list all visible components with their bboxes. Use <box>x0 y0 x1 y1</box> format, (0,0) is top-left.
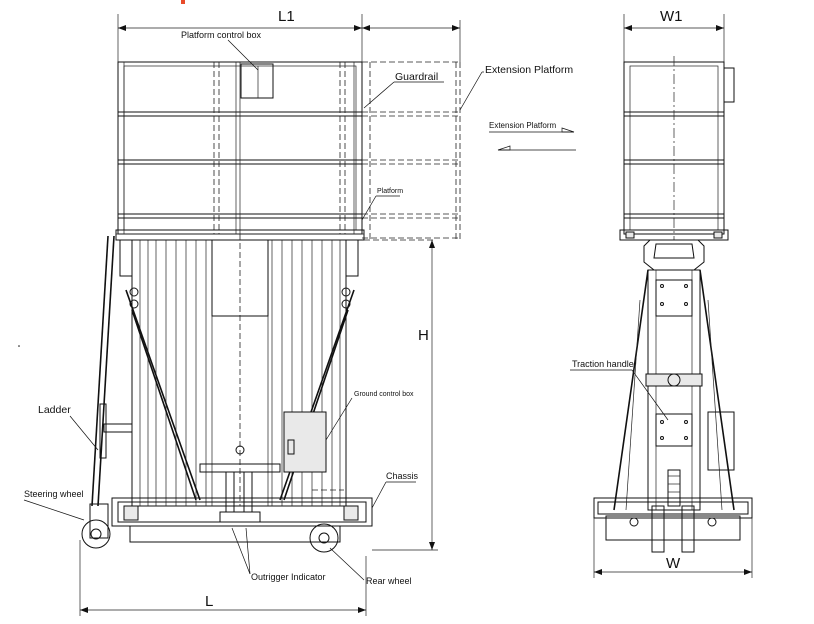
side-view: W1 <box>570 8 753 578</box>
ground-control-box-label: Ground control box <box>354 391 414 398</box>
chassis: Chassis <box>111 471 419 543</box>
ladder: Ladder <box>38 235 133 507</box>
l-label: L <box>205 593 213 610</box>
guardrail-label: Guardrail <box>395 71 438 83</box>
chassis-label: Chassis <box>386 471 419 481</box>
w-dimension: W <box>593 518 753 578</box>
side-platform-cage <box>619 56 735 241</box>
red-accent-mark <box>181 0 185 4</box>
outrigger-indicator-label: Outrigger Indicator <box>251 572 326 582</box>
w1-dimension: W1 <box>623 8 725 62</box>
side-mast <box>613 239 735 511</box>
l1-label: L1 <box>278 8 295 25</box>
platform-guardrail <box>117 61 363 235</box>
h-label: H <box>418 327 429 344</box>
h-dimension: H <box>372 240 438 551</box>
platform-control-box: Platform control box <box>181 30 274 99</box>
rear-wheel-assembly: Rear wheel <box>309 523 412 586</box>
extension-arrows: Extension Platform <box>489 121 576 151</box>
rear-wheel-label: Rear wheel <box>366 576 412 586</box>
extension-platform: Extension Platform <box>362 61 573 240</box>
ground-control-box: Ground control box <box>283 391 414 473</box>
platform-label: Platform <box>377 188 403 195</box>
platform-control-box-label: Platform control box <box>181 30 262 40</box>
ladder-label: Ladder <box>38 404 71 416</box>
l1-dimension: L1 <box>117 8 461 62</box>
side-chassis <box>593 497 753 553</box>
extension-platform-arrow-label: Extension Platform <box>489 121 556 130</box>
w1-label: W1 <box>660 8 683 25</box>
extension-platform-label: Extension Platform <box>485 64 573 76</box>
steering-wheel-label: Steering wheel <box>24 489 84 499</box>
guardrail-callout: Guardrail <box>363 71 444 109</box>
traction-handle-label: Traction handle <box>572 359 634 369</box>
steering-wheel-assembly: Steering wheel <box>23 489 111 549</box>
w-label: W <box>666 555 681 572</box>
outrigger-indicator-callout: Outrigger Indicator <box>231 527 326 582</box>
traction-handle: Traction handle <box>570 359 669 421</box>
front-view: L1 Platform control box <box>18 0 576 616</box>
l-dimension: L <box>79 540 367 616</box>
